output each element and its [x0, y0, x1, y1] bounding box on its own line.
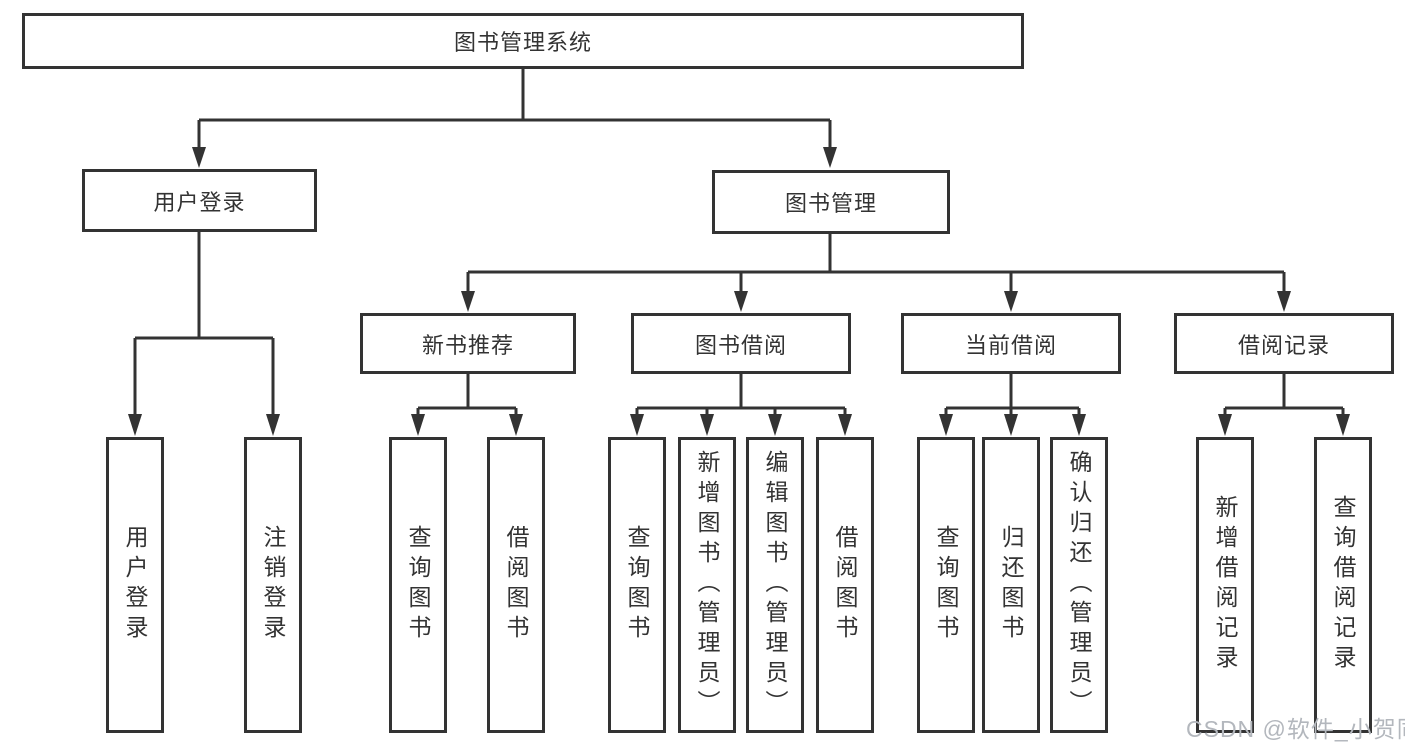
- node-book-management: 图书管理: [712, 170, 950, 234]
- csdn-watermark: CSDN @软件_小贺同学: [1186, 716, 1405, 742]
- leaf-cb-query-books-label: 查询图书: [933, 525, 959, 645]
- leaf-br-query-record-label: 查询借阅记录: [1330, 495, 1356, 675]
- leaf-cb-confirm-return-admin: 确认归还（管理员）: [1050, 437, 1108, 733]
- leaf-user-login-label: 用户登录: [122, 525, 148, 645]
- leaf-nb-query-books-label: 查询图书: [405, 525, 431, 645]
- node-new-book-recommend: 新书推荐: [360, 313, 576, 374]
- leaf-nb-borrow-books: 借阅图书: [487, 437, 545, 733]
- node-book-borrow-label: 图书借阅: [694, 332, 787, 358]
- node-current-borrow: 当前借阅: [901, 313, 1121, 374]
- node-user-login: 用户登录: [82, 169, 317, 232]
- node-root-label: 图书管理系统: [453, 30, 592, 55]
- node-current-borrow-label: 当前借阅: [964, 332, 1057, 358]
- leaf-bb-query-books: 查询图书: [608, 437, 666, 733]
- node-book-borrow: 图书借阅: [631, 313, 851, 374]
- node-root: 图书管理系统: [22, 13, 1024, 69]
- arrowheads: [128, 147, 1350, 436]
- leaf-bb-borrow-books: 借阅图书: [816, 437, 874, 733]
- leaf-br-query-record: 查询借阅记录: [1314, 437, 1372, 733]
- leaf-cb-query-books: 查询图书: [917, 437, 975, 733]
- leaf-br-add-record: 新增借阅记录: [1196, 437, 1254, 733]
- node-new-book-recommend-label: 新书推荐: [421, 332, 514, 358]
- leaf-bb-query-books-label: 查询图书: [624, 525, 650, 645]
- leaf-nb-query-books: 查询图书: [389, 437, 447, 733]
- leaf-nb-borrow-books-label: 借阅图书: [503, 525, 529, 645]
- leaf-cb-return-books: 归还图书: [982, 437, 1040, 733]
- leaf-bb-borrow-books-label: 借阅图书: [832, 525, 858, 645]
- leaf-logout: 注销登录: [244, 437, 302, 733]
- node-user-login-label: 用户登录: [153, 189, 246, 215]
- node-book-management-label: 图书管理: [784, 191, 877, 216]
- leaf-bb-edit-books-admin: 编辑图书（管理员）: [746, 437, 804, 733]
- leaf-bb-add-books-admin: 新增图书（管理员）: [678, 437, 736, 733]
- node-borrow-records: 借阅记录: [1174, 313, 1394, 374]
- leaf-bb-add-books-admin-label: 新增图书（管理员）: [694, 450, 720, 720]
- leaf-bb-edit-books-admin-label: 编辑图书（管理员）: [762, 450, 788, 720]
- leaf-cb-confirm-return-admin-label: 确认归还（管理员）: [1066, 450, 1092, 720]
- leaf-cb-return-books-label: 归还图书: [998, 525, 1024, 645]
- leaf-br-add-record-label: 新增借阅记录: [1212, 495, 1238, 675]
- node-borrow-records-label: 借阅记录: [1237, 332, 1330, 358]
- leaf-logout-label: 注销登录: [260, 525, 286, 645]
- leaf-user-login: 用户登录: [106, 437, 164, 733]
